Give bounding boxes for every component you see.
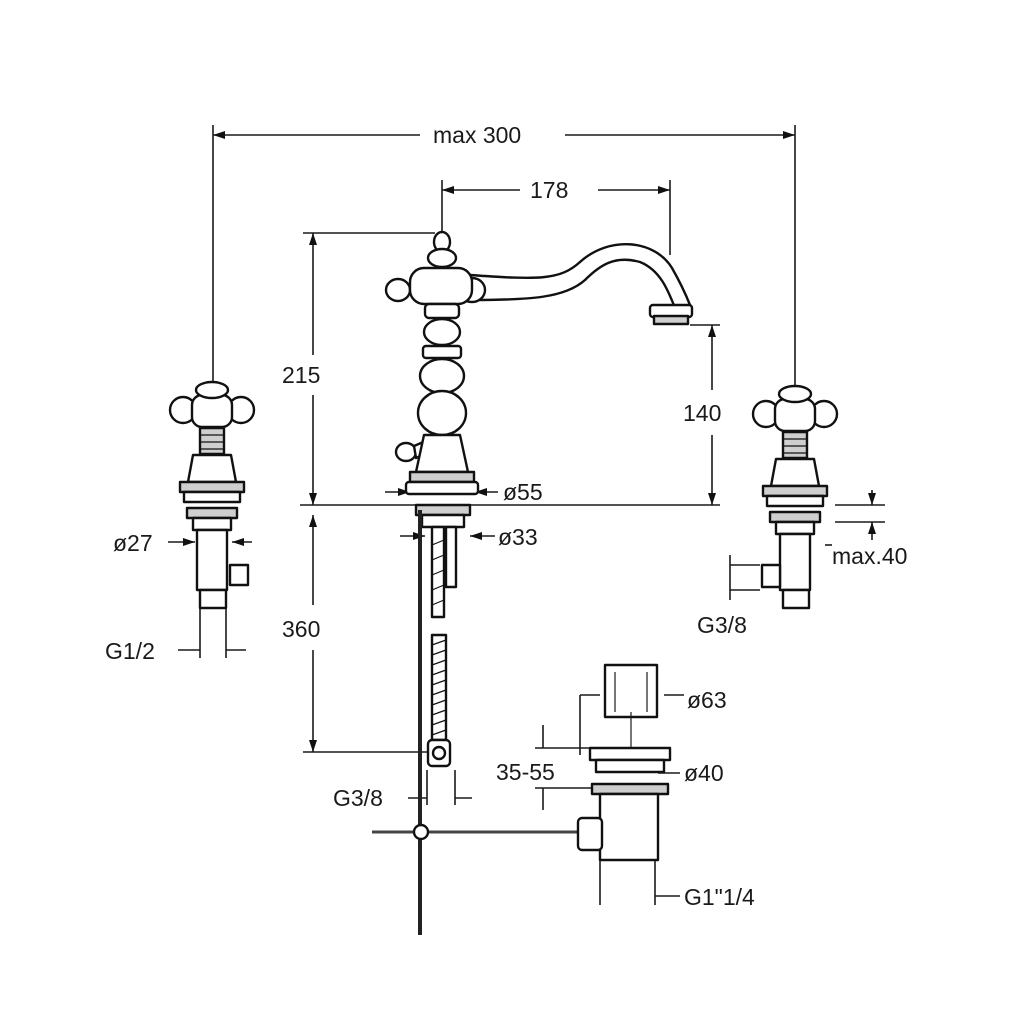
label-hot-thread: G3/8 [697,612,747,638]
dimension-lines [168,125,885,905]
right-valve [751,384,839,610]
label-waste-range: 35-55 [496,759,555,785]
dimension-labels: max 300 178 215 140 ø55 ø33 ø27 max.40 G… [105,122,907,910]
popup-linkage [372,510,578,935]
label-waste-dia: ø40 [684,760,724,786]
label-hose-length: 360 [282,616,320,642]
label-valve-thread: G1/2 [105,638,155,664]
label-deck-thickness: max.40 [832,543,907,569]
label-shank-dia: ø33 [498,524,538,550]
label-hose-thread: G3/8 [333,785,383,811]
label-valve-dia: ø27 [113,530,153,556]
label-waste-thread: G1"1/4 [684,884,755,910]
label-spout-height: 140 [683,400,721,426]
label-waste-cap-dia: ø63 [687,687,727,713]
label-height-total: 215 [282,362,320,388]
label-max-width: max 300 [433,122,521,148]
spout-body [384,230,694,768]
label-base-dia: ø55 [503,479,543,505]
left-valve [168,380,256,610]
pop-up-waste [576,663,672,862]
label-spout-reach: 178 [530,177,568,203]
